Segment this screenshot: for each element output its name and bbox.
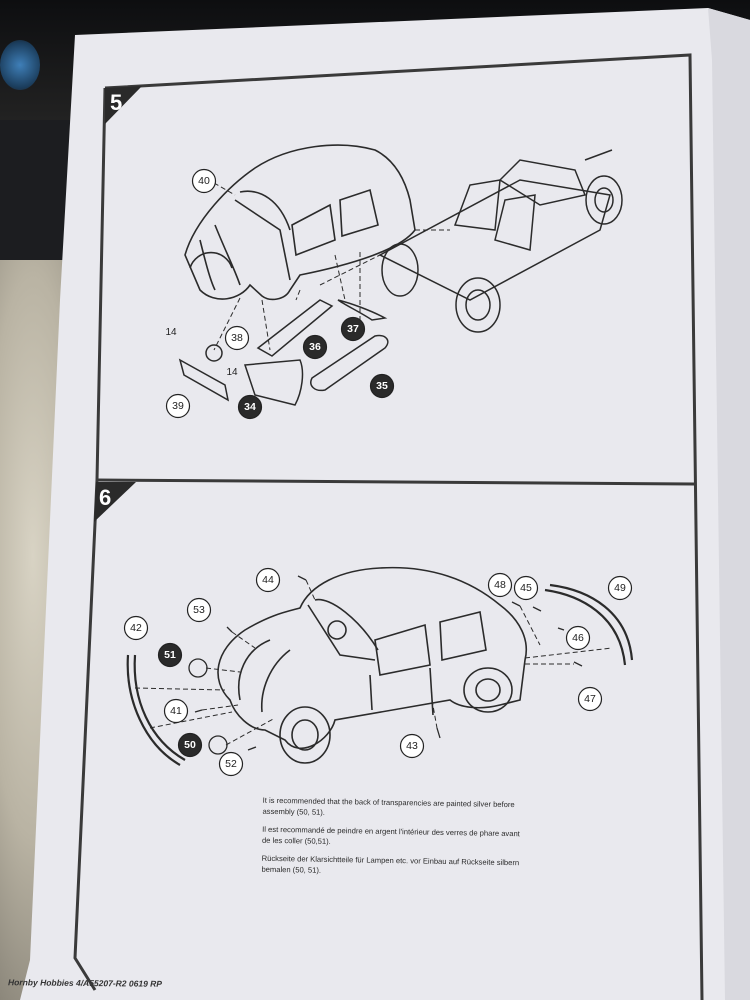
footer-code: Hornby Hobbies 4/A55207-R2 0619 RP (7, 977, 163, 989)
part-46-label: 46 (572, 631, 584, 644)
part-38-label: 38 (231, 331, 243, 344)
step5-callouts (165, 168, 395, 420)
part-47-label: 47 (584, 692, 596, 705)
frame-right (104, 53, 704, 1000)
step6-number: 6 (99, 485, 112, 510)
step5-badge-bg (105, 86, 142, 124)
frame-left (73, 87, 107, 991)
step5-body-shell (184, 144, 416, 301)
step6-leaders (134, 579, 613, 746)
part-14-label-b: 14 (226, 367, 238, 378)
part-40-label: 40 (198, 174, 210, 187)
background-blue-object (0, 40, 40, 90)
note-english: It is recommended that the back of trans… (262, 795, 515, 817)
part-37-label: 37 (347, 322, 359, 335)
note-german: Rückseite der Klarsichtteile für Lampen … (261, 853, 520, 875)
part-43-label: 43 (406, 739, 418, 752)
part-48-label: 48 (494, 578, 506, 591)
step5-number: 5 (110, 90, 123, 115)
part-44-label: 44 (262, 573, 274, 586)
paper-surface (20, 8, 750, 1000)
part-14-label-a: 14 (165, 327, 177, 338)
step6-car (217, 566, 527, 764)
step-divider (96, 478, 695, 486)
step6-bumpers (126, 583, 634, 766)
paper-fold (708, 8, 750, 1000)
part-50-label: 50 (184, 738, 196, 751)
part-39-label: 39 (172, 399, 184, 412)
part-49-label: 49 (614, 581, 626, 594)
part-51-label: 51 (164, 648, 176, 661)
step5-chassis (378, 149, 623, 333)
step6-callouts (123, 567, 633, 777)
part-35-label: 35 (376, 379, 388, 392)
part-36-label: 36 (309, 340, 321, 353)
part-52-label: 52 (225, 757, 237, 770)
part-34-label: 34 (244, 400, 256, 413)
step6-badge-bg (94, 482, 136, 522)
part-42-label: 42 (130, 621, 142, 634)
step5-windows (178, 299, 389, 406)
note-french: Il est recommandé de peindre en argent l… (261, 824, 520, 846)
part-53-label: 53 (193, 603, 205, 616)
part-45-label: 45 (520, 581, 532, 594)
part-41-label: 41 (170, 704, 182, 717)
assembly-notes: It is recommended that the back of trans… (261, 796, 522, 888)
